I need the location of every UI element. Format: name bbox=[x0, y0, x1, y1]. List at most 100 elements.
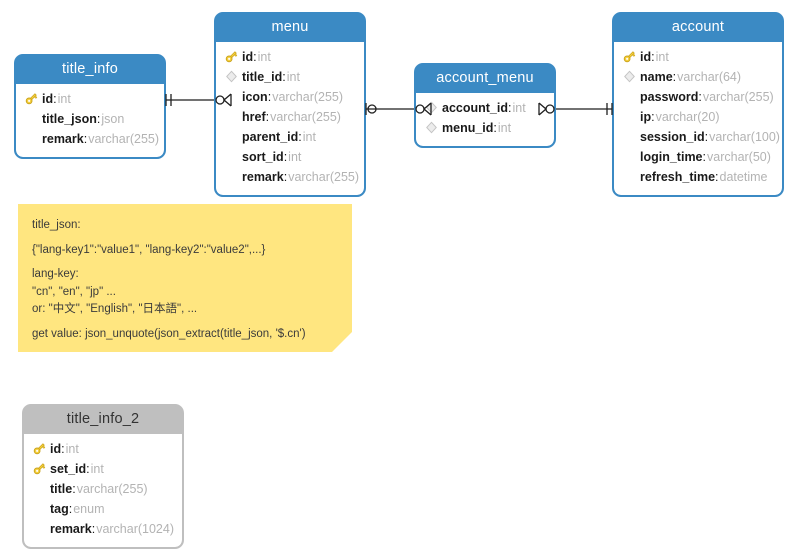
field-separator: : bbox=[96, 111, 101, 126]
table-row[interactable]: parent_id:int bbox=[222, 127, 354, 147]
field-type: enum bbox=[73, 501, 105, 516]
field-separator: : bbox=[698, 89, 702, 104]
key-icon bbox=[222, 49, 240, 65]
table-row[interactable]: id:int bbox=[620, 47, 772, 67]
table-title-account_menu: account_menu bbox=[416, 65, 554, 93]
field-separator: : bbox=[704, 129, 709, 144]
field-name: id bbox=[50, 441, 62, 456]
table-row[interactable]: account_id:int bbox=[422, 98, 544, 118]
table-row[interactable]: title:varchar(255) bbox=[30, 479, 172, 499]
field-type: varchar(255) bbox=[272, 89, 344, 104]
field-name: title_json bbox=[42, 111, 97, 126]
field-separator: : bbox=[265, 109, 270, 124]
field-icon-none bbox=[30, 501, 48, 517]
field-icon-none bbox=[222, 129, 240, 145]
field-type: int bbox=[65, 441, 79, 456]
table-row[interactable]: sort_id:int bbox=[222, 147, 354, 167]
field-icon-none bbox=[30, 521, 48, 537]
table-row[interactable]: login_time:varchar(50) bbox=[620, 147, 772, 167]
key-icon bbox=[620, 49, 638, 65]
field-separator: : bbox=[715, 169, 719, 184]
table-row[interactable]: id:int bbox=[222, 47, 354, 67]
table-row[interactable]: title_json:json bbox=[22, 109, 154, 129]
field-type: varchar(50) bbox=[707, 149, 771, 164]
field-name: id bbox=[242, 49, 254, 64]
note-line: "cn", "en", "jp" ... bbox=[32, 285, 116, 298]
field-name: menu_id bbox=[442, 120, 494, 135]
field-name: remark bbox=[50, 521, 92, 536]
table-row[interactable]: remark:varchar(1024) bbox=[30, 519, 175, 539]
field-separator: : bbox=[651, 109, 655, 124]
note-line: {"lang-key1":"value1", "lang-key2":"valu… bbox=[32, 243, 266, 256]
note-line: or: "中文", "English", "日本語", ... bbox=[32, 303, 198, 316]
key-icon bbox=[30, 461, 48, 477]
key-icon bbox=[30, 441, 48, 457]
field-icon-none bbox=[222, 149, 240, 165]
field-separator: : bbox=[86, 461, 90, 476]
field-type: int bbox=[257, 49, 271, 64]
relationship-account_menu-account[interactable] bbox=[538, 99, 628, 119]
field-separator: : bbox=[651, 49, 655, 64]
field-separator: : bbox=[83, 131, 88, 146]
field-type: varchar(1024) bbox=[96, 521, 175, 536]
field-name: remark bbox=[42, 131, 84, 146]
table-row[interactable]: title_id:int bbox=[222, 67, 354, 87]
field-type: int bbox=[302, 129, 316, 144]
table-row[interactable]: password:varchar(255) bbox=[620, 87, 774, 107]
table-title-menu: menu bbox=[216, 14, 364, 42]
table-title-title_info: title_info bbox=[16, 56, 164, 84]
field-name: ip bbox=[640, 109, 652, 124]
field-separator: : bbox=[267, 89, 272, 104]
table-row[interactable]: session_id:varchar(100) bbox=[620, 127, 780, 147]
table-row[interactable]: menu_id:int bbox=[422, 118, 544, 138]
table-row[interactable]: name:varchar(64) bbox=[620, 67, 772, 87]
field-type: int bbox=[286, 69, 300, 84]
field-separator: : bbox=[283, 149, 288, 164]
field-type: int bbox=[90, 461, 104, 476]
table-row[interactable]: remark:varchar(255) bbox=[222, 167, 359, 187]
note-line: title_json: bbox=[32, 219, 81, 231]
table-row[interactable]: icon:varchar(255) bbox=[222, 87, 354, 107]
field-separator: : bbox=[298, 129, 302, 144]
table-row[interactable]: refresh_time:datetime bbox=[620, 167, 772, 187]
table-row[interactable]: set_id:int bbox=[30, 459, 172, 479]
field-separator: : bbox=[493, 120, 497, 135]
table-row[interactable]: remark:varchar(255) bbox=[22, 129, 159, 149]
field-separator: : bbox=[53, 91, 57, 106]
field-type: varchar(20) bbox=[655, 109, 720, 124]
field-separator: : bbox=[672, 69, 677, 84]
field-icon-none bbox=[222, 169, 240, 185]
table-row[interactable]: id:int bbox=[22, 89, 154, 109]
field-type: int bbox=[497, 120, 512, 135]
note-line: lang-key: bbox=[32, 268, 79, 281]
field-name: href bbox=[242, 109, 266, 124]
field-name: tag bbox=[50, 501, 69, 516]
field-type: varchar(64) bbox=[677, 69, 742, 84]
field-separator: : bbox=[91, 521, 96, 536]
field-name: password bbox=[640, 89, 699, 104]
field-type: varchar(255) bbox=[702, 89, 774, 104]
table-row[interactable]: id:int bbox=[30, 439, 172, 459]
note-line: get value: json_unquote(json_extract(tit… bbox=[32, 327, 306, 340]
sticky-note[interactable]: title_json: {"lang-key1":"value1", "lang-… bbox=[18, 204, 352, 352]
field-name: name bbox=[640, 69, 673, 84]
field-type: int bbox=[512, 100, 526, 115]
diamond-icon bbox=[422, 120, 440, 136]
field-type: datetime bbox=[719, 169, 768, 184]
relationship-title_info-menu[interactable] bbox=[150, 90, 232, 110]
table-row[interactable]: tag:enum bbox=[30, 499, 172, 519]
field-type: int bbox=[288, 149, 302, 164]
table-row[interactable]: ip:varchar(20) bbox=[620, 107, 772, 127]
table-row[interactable]: href:varchar(255) bbox=[222, 107, 354, 127]
field-type: varchar(255) bbox=[88, 131, 160, 146]
relationship-menu-account_menu[interactable] bbox=[350, 99, 432, 119]
